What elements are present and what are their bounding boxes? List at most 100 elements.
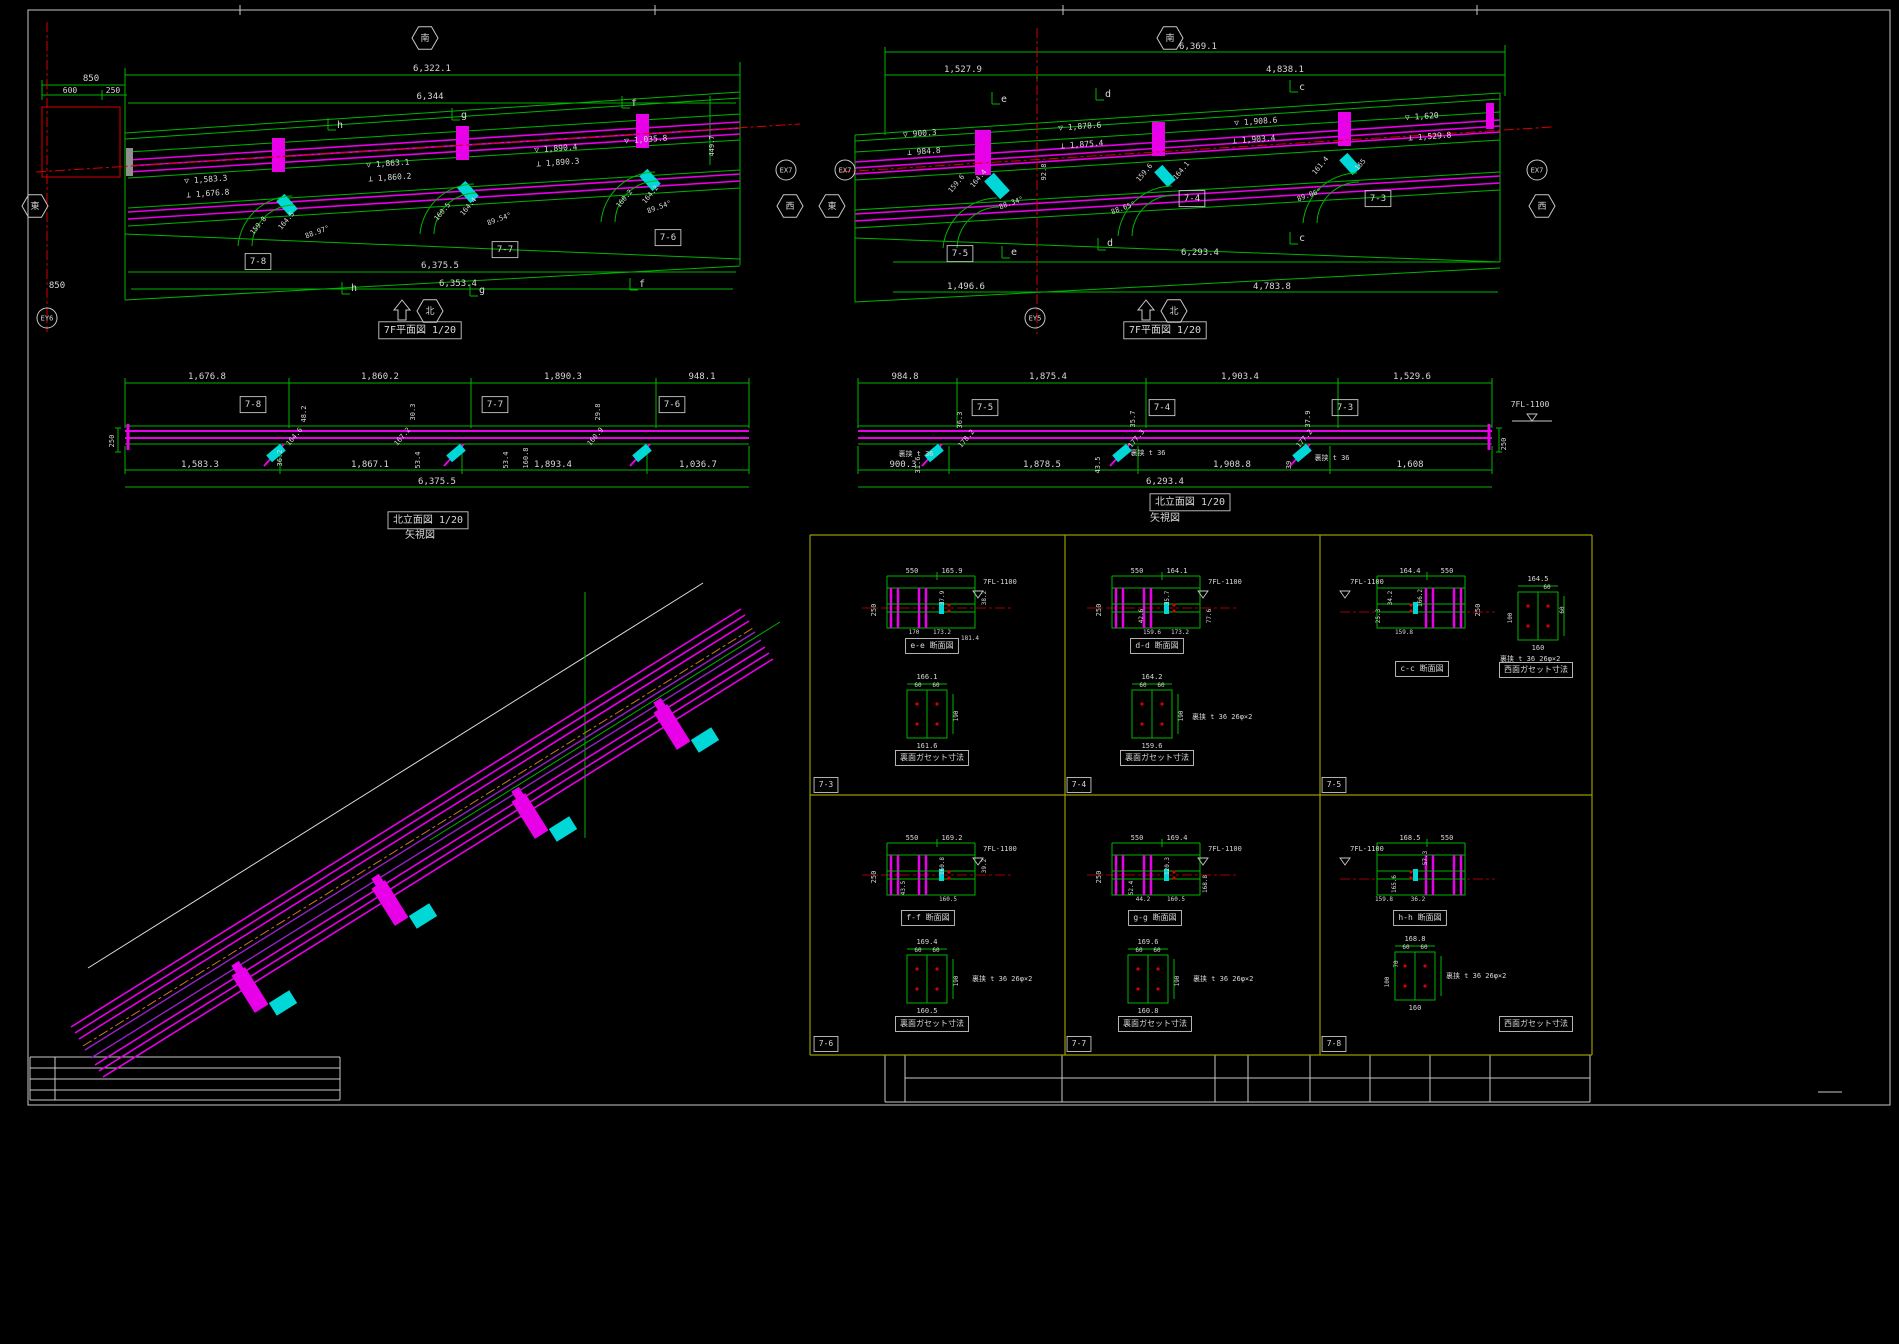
dim-text: ⊥ 1,860.2 [368,171,412,183]
dim-text: 70 [1393,960,1400,968]
dim-text: 60 [1139,682,1147,689]
label-box-text: e-e 断面図 [910,640,953,650]
grid-bubble-icon [834,159,856,181]
dim-text: ▽ 900.3 [903,128,937,139]
dim-text: 1,890.3 [544,372,582,382]
label-box-text: 裏面ガセット寸法 [1123,1018,1187,1028]
dim-text: 39.2 [981,858,988,873]
dim-text: 裏挟 t 36 26φ×2 [1192,712,1252,721]
dim-text: 7FL-1100 [1208,578,1242,586]
dim-text: h [337,120,343,131]
dim-text: 48.2 [300,406,308,423]
dim-text: 160.8 [1137,1007,1158,1015]
dim-text: 36.3 [956,412,964,429]
dim-text: 77.6 [1206,608,1213,623]
dim-text: 948.1 [688,372,715,382]
dim-text: 4,838.1 [1266,65,1304,75]
dim-text: 36.2 [1411,896,1426,903]
dim-text: g [479,285,485,296]
label-box-text: 裏面ガセット寸法 [1125,752,1189,762]
dim-text: 7FL-1100 [1350,578,1384,586]
dim-text: ▽ 1,620 [1405,111,1439,122]
dim-text: 1,527.9 [944,65,982,75]
dim-text: e [1001,94,1007,105]
label-box-text: c-c 断面図 [1400,663,1443,673]
dim-text: 550 [906,567,919,575]
dim-text: 550 [906,834,919,842]
grid-bubble-icon [36,307,58,329]
dim-text: 29.8 [594,404,602,421]
label-box-text: 7-6 [664,400,680,410]
dim-text: 7FL-1100 [983,578,1017,586]
dim-text: 250 [870,604,878,617]
label-box-text: 7-5 [1327,780,1342,789]
dim-text: 1,583.3 [181,460,219,470]
dim-text: 裏挟 t 36 [1314,453,1349,462]
dim-text: ▽ 1,878.6 [1058,120,1102,132]
dim-text: 250 [1474,604,1482,617]
dim-text: 850 [49,281,65,291]
label-box-text: 7-8 [245,400,261,410]
dim-text: 52.4 [1128,880,1135,895]
dim-text: 164.1 [1166,567,1187,575]
dim-text: 裏挟 t 36 [1130,448,1165,457]
dim-text: 159.8 [1395,629,1413,636]
dim-text: 57.3 [1422,850,1429,865]
north-arrow-icon [392,299,412,321]
compass-hexagon-icon [1160,299,1188,323]
dim-text: ⊥ 1,529.8 [1408,130,1452,142]
grid-bubble-icon [1526,159,1548,181]
label-box-text: 7-5 [952,249,968,259]
dim-text: 裏挟 t 36 26φ×2 [1500,654,1560,663]
dim-text: 160.5 [1167,896,1185,903]
label-box-text: 7-8 [1327,1039,1342,1048]
compass-label: 東 [827,200,836,212]
grid-bubble-icon [775,159,797,181]
dim-text: 裏挟 t 36 26φ×2 [1446,971,1506,980]
dim-text: 160.5 [916,1007,937,1015]
dim-text: 6,344 [416,92,443,102]
dim-text: 6,293.4 [1181,248,1219,258]
dim-text: d [1107,238,1113,249]
dim-text: 60 [932,947,940,954]
dim-text: 166.1 [916,673,937,681]
dim-text: 169.4 [916,938,937,946]
dim-text: ⊥ 1,903.4 [1232,133,1276,145]
dim-text: 裏挟 t 36 [898,449,933,458]
dim-text: 181.4 [961,635,979,642]
dim-text: 165.6 [1391,875,1398,893]
label-box-text: h-h 断面図 [1398,912,1441,922]
dim-text: 1,875.4 [1029,372,1067,382]
dim-text: 60 [914,947,922,954]
dim-text: 168.5 [1399,834,1420,842]
dim-text: 168.8 [1404,935,1425,943]
dim-text: 60 [1402,944,1410,951]
dim-text: 166.2 [1417,589,1424,607]
dim-text: 60 [1543,584,1551,591]
dim-text: 160.8 [522,447,530,468]
label-box-text: 北立面図 1/20 [393,513,463,526]
dim-text: c [1299,233,1305,244]
compass-hexagon-icon [818,194,846,218]
dim-text: 矢視図 [1150,511,1180,524]
compass-label: 東 [30,200,39,212]
dim-text: 矢視図 [405,528,435,541]
dim-text: 25.3 [1375,608,1382,623]
dim-text: 60 [1420,944,1428,951]
grid-bubble-label: EX7 [780,167,793,175]
dim-text: 1,878.5 [1023,460,1061,470]
dim-text: 30.3 [409,404,417,421]
dim-text: 44.2 [1136,896,1151,903]
label-box-text: 7-7 [497,245,513,255]
dim-text: 1,867.1 [351,460,389,470]
dim-text: 449.7 [708,135,716,156]
label-box-text: 7-3 [1370,194,1386,204]
dim-text: ⊥ 1,890.3 [536,156,580,168]
label-box-text: d-d 断面図 [1135,640,1178,650]
dim-text: 6,369.1 [1179,42,1217,52]
